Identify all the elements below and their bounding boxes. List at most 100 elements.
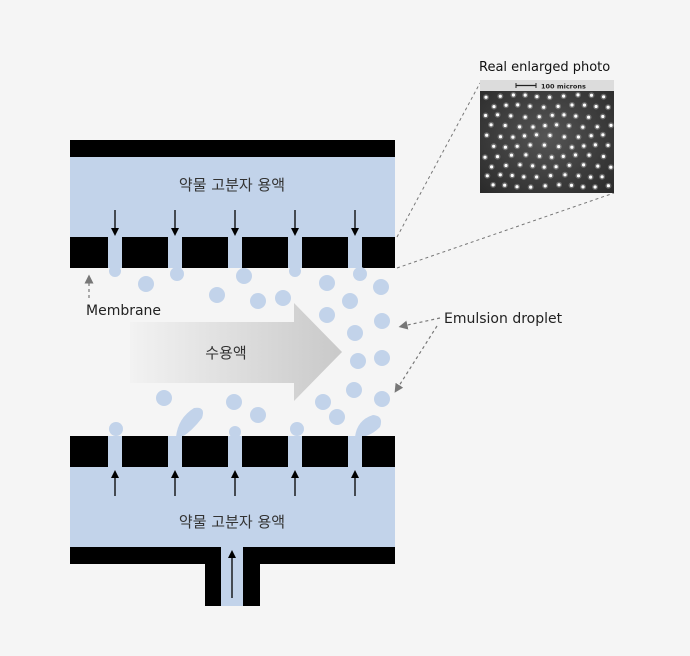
photo-droplet xyxy=(509,114,513,118)
droplet xyxy=(373,279,389,295)
photo-droplet xyxy=(562,113,566,117)
photo-droplet xyxy=(511,135,515,139)
photo-droplet xyxy=(542,165,546,169)
photo-droplet xyxy=(483,155,487,159)
bottom-solution-label: 약물 고분자 용액 xyxy=(179,513,285,531)
photo-droplet xyxy=(490,165,494,169)
photo-droplet xyxy=(557,183,561,187)
photo-droplet xyxy=(563,173,567,177)
photo-droplet xyxy=(576,93,580,97)
forming-droplet xyxy=(353,267,367,281)
photo-droplet xyxy=(523,115,527,119)
zoom-lines xyxy=(396,82,615,269)
photo-droplet xyxy=(601,133,605,137)
membrane-pore xyxy=(108,237,122,268)
photo-droplet xyxy=(503,145,507,149)
forming-droplet xyxy=(289,265,301,277)
flow-arrow-shape xyxy=(130,303,342,401)
droplet xyxy=(374,391,390,407)
droplet xyxy=(250,293,266,309)
droplet xyxy=(374,313,390,329)
photo-droplet xyxy=(543,184,547,188)
photo-droplet xyxy=(491,183,495,187)
aqueous-phase-label: 수용액 xyxy=(205,344,246,362)
photo-droplet xyxy=(542,143,547,147)
photo-droplet xyxy=(503,183,507,187)
emulsion-droplet-label: Emulsion droplet xyxy=(444,311,563,327)
photo-droplets xyxy=(482,91,614,191)
photo-droplet xyxy=(537,154,542,158)
photo-droplet xyxy=(509,153,514,157)
photo-droplet xyxy=(576,135,581,139)
forming-droplet xyxy=(290,422,304,436)
photo-droplet xyxy=(554,165,558,169)
forming-droplet xyxy=(170,267,184,281)
bottom-chamber-base-left xyxy=(70,547,221,564)
photo-droplet xyxy=(561,154,565,158)
droplet xyxy=(315,394,331,410)
photo-droplet xyxy=(606,143,610,147)
membrane-segment xyxy=(242,436,288,467)
photo-droplet xyxy=(557,145,561,149)
forming-droplet xyxy=(109,265,121,277)
photo-droplet xyxy=(581,125,585,129)
photo-droplet xyxy=(602,95,606,99)
photo-droplet xyxy=(523,93,527,97)
photo-droplet xyxy=(484,113,488,118)
scale-bar-label: 100 microns xyxy=(541,83,586,91)
photo-droplet xyxy=(515,185,519,189)
photo-title: Real enlarged photo xyxy=(479,60,610,75)
membrane-segment xyxy=(182,436,228,467)
photo-droplet xyxy=(518,163,522,167)
photo-droplet xyxy=(581,185,585,189)
photo-droplet xyxy=(582,103,587,107)
membrane-pore xyxy=(288,237,302,268)
photo-droplet xyxy=(522,175,526,179)
droplet xyxy=(350,353,366,369)
photo-droplet xyxy=(548,133,552,137)
emulsion-droplets xyxy=(109,265,390,438)
droplet xyxy=(319,275,335,291)
photo-droplet xyxy=(567,124,571,128)
bottom-pressure-arrows xyxy=(111,470,359,598)
membrane-pore xyxy=(228,237,242,268)
photo-droplet xyxy=(504,163,508,168)
photo-droplet xyxy=(542,105,546,109)
droplet xyxy=(346,382,362,398)
photo-droplet xyxy=(589,134,593,138)
photo-droplet xyxy=(550,155,554,159)
photo-droplet xyxy=(485,174,489,178)
photo-droplet xyxy=(587,115,591,119)
photo-droplet xyxy=(484,95,488,99)
photo-droplet xyxy=(589,175,593,179)
photo-droplet xyxy=(535,175,539,179)
photo-droplet xyxy=(570,103,574,107)
photo-droplet xyxy=(498,135,503,139)
zoom-line-lower xyxy=(396,192,615,269)
membrane-segment xyxy=(362,237,395,268)
photo-droplet xyxy=(492,144,496,148)
membrane-callout: Membrane xyxy=(84,274,161,319)
photo-droplet xyxy=(495,155,500,159)
droplet xyxy=(226,394,242,410)
membrane-label: Membrane xyxy=(86,303,161,319)
membrane-segment xyxy=(182,237,228,268)
membrane-segment xyxy=(242,237,288,268)
photo-droplet xyxy=(528,143,532,147)
photo-droplet xyxy=(595,125,599,129)
top-pressure-arrows xyxy=(111,210,359,236)
droplet-pointer-upper xyxy=(398,317,441,330)
forming-droplet xyxy=(236,268,252,284)
membrane-pore xyxy=(348,436,362,467)
aqueous-flow-arrow: 수용액 xyxy=(130,303,342,401)
droplet xyxy=(347,325,363,341)
membrane-segment xyxy=(122,237,168,268)
top-chamber-lid xyxy=(70,140,395,157)
membrane-segment xyxy=(302,436,348,467)
droplet xyxy=(374,350,390,366)
forming-droplet xyxy=(176,407,203,437)
photo-droplet xyxy=(529,185,533,189)
forming-droplet xyxy=(109,422,123,436)
photo-droplet xyxy=(515,144,519,148)
bottom-membrane xyxy=(70,436,395,467)
